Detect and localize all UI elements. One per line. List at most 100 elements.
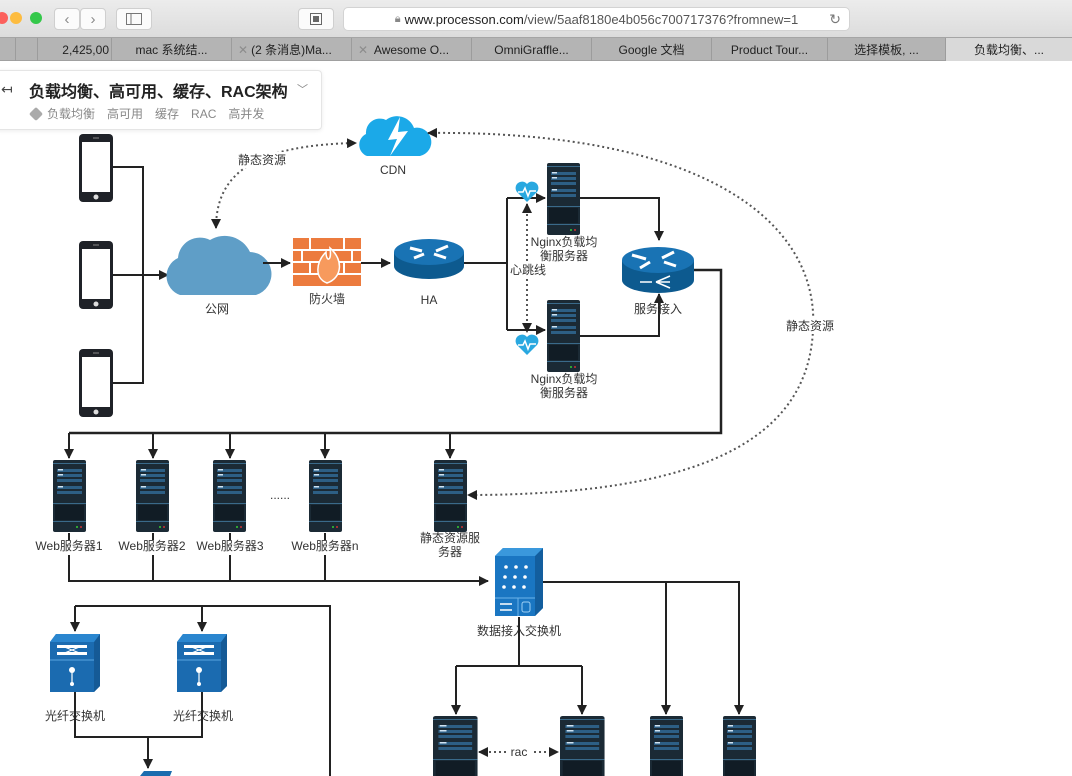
back-button[interactable]: ‹	[54, 8, 80, 30]
tab-item[interactable]: OmniGraffle...	[472, 38, 592, 61]
mobile-device-icon	[78, 348, 114, 418]
database-server-icon	[723, 716, 756, 776]
diagram-canvas[interactable]: 公网 防火墙 HA CDN 静态资源 静态资源 Nginx负载均 衡服务器 Ng…	[0, 62, 1072, 776]
tab-item-active[interactable]: 负载均衡、...	[946, 38, 1072, 61]
firewall-label: 防火墙	[309, 291, 345, 306]
label-bg	[236, 152, 288, 168]
tab-item[interactable]: 选择模板, ...	[828, 38, 946, 61]
web-server-icon	[136, 460, 169, 532]
edge-cdn-static-server	[427, 127, 815, 500]
document-title-card: ↤ 负载均衡、高可用、缓存、RAC架构 ﹀ 负载均衡 高可用 缓存 RAC 高并…	[0, 70, 322, 130]
tab-bar: 2,425,00 mac 系统结... ✕(2 条消息)Ma... ✕Aweso…	[0, 37, 1072, 61]
ellipsis-label: ......	[270, 488, 290, 502]
close-tab-icon[interactable]: ✕	[358, 42, 369, 57]
nginx1-label-line1: Nginx负载均	[531, 235, 598, 249]
fiber-switch-icon	[49, 633, 101, 693]
ha-label: HA	[421, 293, 438, 307]
tab-pinned[interactable]	[16, 38, 38, 61]
database-server-icon	[650, 716, 683, 776]
url-host: www.processon.com	[404, 11, 524, 27]
label-bg	[30, 540, 108, 555]
nginx-server-icon	[547, 300, 580, 372]
tab-item[interactable]: 2,425,00	[38, 38, 112, 61]
edge-switch-db4	[543, 581, 744, 715]
chevron-left-icon: ‹	[64, 10, 70, 28]
document-title: 负载均衡、高可用、缓存、RAC架构	[29, 84, 288, 101]
minimize-window-button[interactable]	[10, 12, 22, 24]
tag[interactable]: 高并发	[228, 107, 265, 121]
tag-list: 负载均衡 高可用 缓存 RAC 高并发	[28, 105, 265, 122]
label-bg	[170, 709, 238, 724]
cdn-label: CDN	[380, 163, 406, 177]
tag[interactable]: 负载均衡	[47, 107, 96, 121]
edge-nginx2-access	[580, 293, 664, 337]
web-server-icon	[53, 460, 86, 532]
reader-icon	[310, 13, 322, 25]
browser-toolbar: ‹ › 🔒︎ www.processon.com/view/5aaf8180e4…	[0, 0, 1072, 37]
label-bg	[288, 540, 366, 555]
storage-device-icon	[140, 771, 172, 776]
static-server-label-line1: 静态资源服	[420, 531, 480, 545]
tab-pinned[interactable]	[0, 38, 16, 61]
tag[interactable]: RAC	[191, 106, 217, 121]
rac-label: rac	[511, 745, 528, 759]
reader-mode-button[interactable]	[298, 8, 334, 30]
tab-item[interactable]: Google 文档	[592, 38, 712, 61]
nginx2-label-line1: Nginx负载均	[531, 372, 598, 386]
web3-label: Web服务器3	[196, 538, 263, 553]
tab-item[interactable]: ✕(2 条消息)Ma...	[232, 38, 352, 61]
reload-icon[interactable]: ↻	[829, 11, 841, 27]
web-server-icon	[213, 460, 246, 532]
data-access-switch-icon	[495, 548, 543, 616]
address-bar[interactable]: 🔒︎ www.processon.com/view/5aaf8180e4b056…	[343, 7, 850, 31]
edge-nginx1-access	[580, 197, 664, 241]
label-bg	[192, 540, 270, 555]
label-bg	[114, 540, 192, 555]
firewall-icon	[293, 238, 361, 286]
zoom-window-button[interactable]	[30, 12, 42, 24]
nginx1-label-line2: 衡服务器	[540, 248, 588, 263]
heartbeat-label: 心跳线	[510, 263, 546, 277]
mobile-device-icon	[78, 240, 114, 310]
nginx-server-icon	[547, 163, 580, 235]
lock-icon: 🔒︎	[394, 12, 401, 25]
sidebar-icon	[126, 13, 142, 25]
static-resource-label-left: 静态资源	[238, 153, 286, 167]
lightning-icon	[388, 117, 408, 156]
forward-button[interactable]: ›	[80, 8, 106, 30]
static-server-label-line2: 务器	[438, 544, 462, 559]
tab-item[interactable]: mac 系统结...	[112, 38, 232, 61]
chevron-right-icon: ›	[90, 10, 96, 28]
label-bg	[507, 745, 531, 759]
sidebar-toggle-button[interactable]	[116, 8, 152, 30]
fiber-switch-icon	[176, 633, 228, 693]
tab-item[interactable]: ✕Awesome O...	[352, 38, 472, 61]
webn-label: Web服务器n	[291, 538, 358, 553]
database-server-icon	[433, 716, 478, 776]
static-server-icon	[434, 460, 467, 532]
mobile-device-icon	[78, 133, 114, 203]
static-resource-label-right: 静态资源	[786, 319, 834, 333]
edge-fiber-bus	[75, 605, 331, 776]
back-arrow-icon[interactable]: ↤	[1, 81, 13, 97]
tab-item[interactable]: Product Tour...	[712, 38, 828, 61]
label-bg	[509, 262, 547, 277]
url-path: /view/5aaf8180e4b056c700717376?fromnew=1	[523, 11, 799, 27]
close-window-button[interactable]	[0, 12, 8, 24]
database-server-icon	[560, 716, 605, 776]
architecture-diagram: 公网 防火墙 HA CDN 静态资源 静态资源 Nginx负载均 衡服务器 Ng…	[30, 116, 838, 776]
nginx2-label-line2: 衡服务器	[540, 385, 588, 400]
edge-access-web-bus	[69, 268, 723, 435]
service-access-label: 服务接入	[634, 301, 682, 316]
service-access-router-icon	[622, 247, 694, 293]
tag[interactable]: 高可用	[107, 107, 144, 121]
internet-label: 公网	[205, 302, 229, 316]
web2-label: Web服务器2	[118, 538, 185, 553]
close-tab-icon[interactable]: ✕	[238, 42, 249, 57]
tag[interactable]: 缓存	[155, 107, 180, 121]
chevron-down-icon[interactable]: ﹀	[297, 84, 308, 96]
tag-icon	[28, 106, 44, 121]
ha-router-icon	[392, 237, 466, 281]
internet-cloud-icon	[166, 235, 272, 295]
web-server-icon	[309, 460, 342, 532]
